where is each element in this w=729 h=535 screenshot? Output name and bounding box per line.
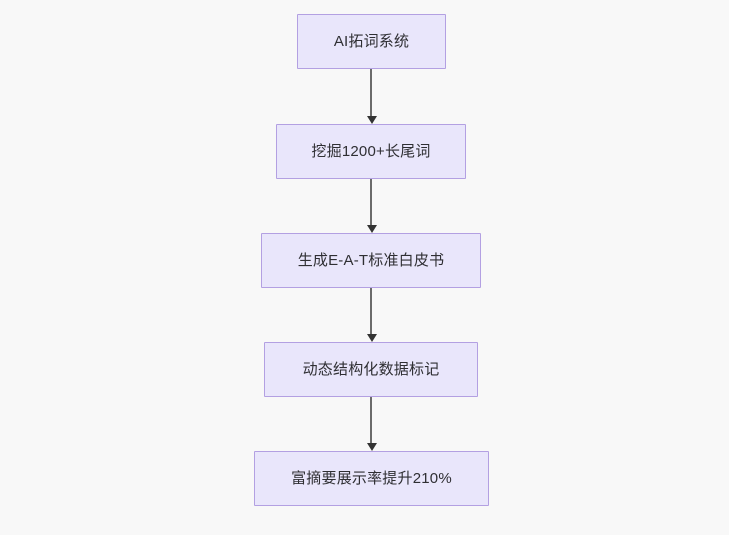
flow-connector-4 xyxy=(366,397,377,451)
arrowhead-icon xyxy=(366,334,377,342)
connector-line xyxy=(370,397,372,444)
flow-node-label: AI拓词系统 xyxy=(333,33,410,50)
flow-node-label: 生成E-A-T标准白皮书 xyxy=(297,252,445,269)
flow-node-label: 动态结构化数据标记 xyxy=(302,361,440,378)
flow-node-label: 挖掘1200+长尾词 xyxy=(311,143,431,160)
flow-node-generate-eat-whitepaper[interactable]: 生成E-A-T标准白皮书 xyxy=(261,233,481,288)
connector-line xyxy=(370,179,372,226)
flow-connector-2 xyxy=(366,179,377,233)
flow-node-dynamic-structured-data[interactable]: 动态结构化数据标记 xyxy=(264,342,478,397)
arrowhead-icon xyxy=(366,116,377,124)
flow-node-label: 富摘要展示率提升210% xyxy=(291,470,452,487)
connector-line xyxy=(370,288,372,335)
arrowhead-icon xyxy=(366,225,377,233)
flow-connector-3 xyxy=(366,288,377,342)
arrowhead-icon xyxy=(366,443,377,451)
connector-line xyxy=(370,69,372,117)
flow-connector-1 xyxy=(366,69,377,124)
flow-node-rich-snippet-uplift[interactable]: 富摘要展示率提升210% xyxy=(254,451,489,506)
flow-node-ai-keyword-system[interactable]: AI拓词系统 xyxy=(297,14,446,69)
flow-node-mine-longtail-keywords[interactable]: 挖掘1200+长尾词 xyxy=(276,124,466,179)
